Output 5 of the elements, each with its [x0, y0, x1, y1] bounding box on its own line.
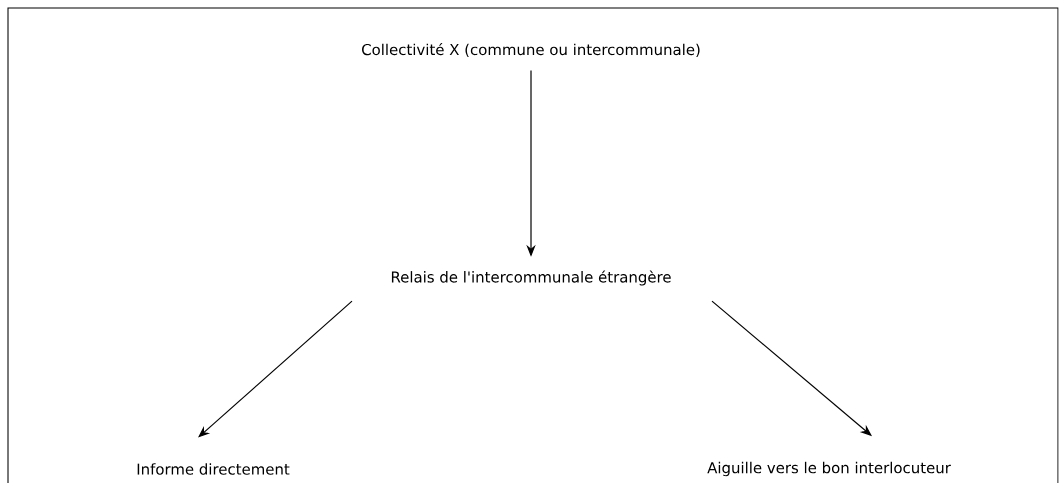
arrow: [198, 300, 353, 438]
node-text: Collectivité X (commune ou intercommunale): [362, 43, 700, 57]
node-text: Informe directement: [137, 463, 290, 475]
node-text: Relais de l'intercommunale étrangère: [391, 270, 671, 286]
node-text: Aiguille vers le bon interlocuteur: [707, 461, 951, 477]
